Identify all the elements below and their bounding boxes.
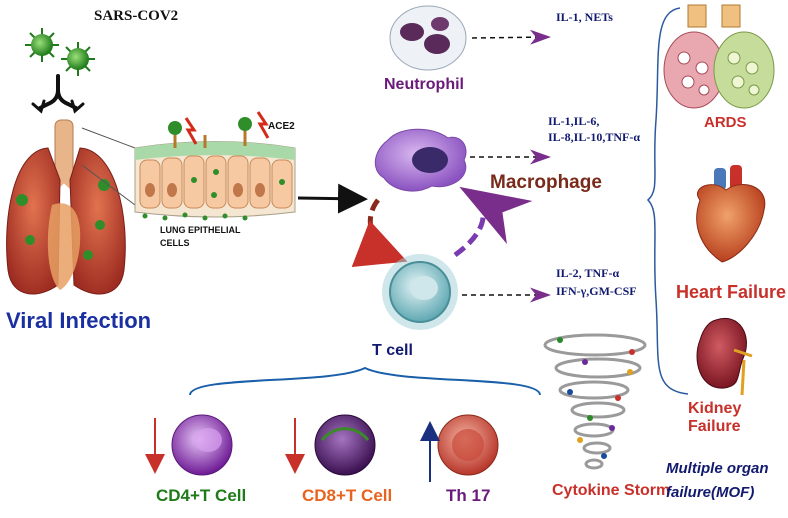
cytokine-storm-illustration	[543, 333, 647, 470]
kidney-failure-label: Kidney Failure	[688, 400, 742, 435]
cd4-t-cell-icon	[171, 414, 233, 476]
macrophage-cytokines-line2: IL-8,IL-10,TNF-α	[548, 130, 641, 144]
macrophage-cell-icon	[374, 128, 467, 192]
neutrophil-cytokines: IL-1, NETs	[556, 10, 613, 24]
neutrophil-cell-icon	[389, 5, 467, 71]
th17-cell-icon	[437, 414, 499, 476]
t-cell-label: T cell	[372, 342, 413, 359]
activation-arrow	[297, 183, 368, 214]
cycle-arrow-up	[453, 186, 533, 258]
lungs-illustration	[6, 119, 126, 295]
macrophage-cytokines-line1: IL-1,IL-6,	[548, 114, 600, 128]
virus-icon	[61, 42, 95, 76]
heart-icon	[696, 165, 766, 263]
mof-label-line1: Multiple organ	[666, 460, 769, 477]
macrophage-label: Macrophage	[490, 172, 602, 193]
cd8-label: CD8+T Cell	[302, 486, 393, 505]
cytokine-storm-label: Cytokine Storm	[552, 482, 671, 499]
cd4-label: CD4+T Cell	[156, 486, 247, 505]
lung-cells-label: LUNG EPITHELIAL CELLS	[160, 225, 241, 248]
t-cell-cytokines-line1: IL-2, TNF-α	[556, 266, 620, 280]
neutrophil-label: Neutrophil	[384, 76, 464, 93]
viral-infection-label: Viral Infection	[6, 308, 152, 333]
split-arrow-icon	[31, 74, 85, 114]
t-cell-icon	[382, 254, 458, 330]
subset-brace	[189, 366, 541, 396]
ards-label: ARDS	[704, 114, 747, 131]
mof-label-line2: failure(MOF)	[666, 484, 755, 501]
epithelial-cells-illustration	[134, 111, 296, 221]
ards-alveoli-icon	[663, 4, 775, 109]
t-cell-cytokines-line2: IFN-γ,GM-CSF	[556, 284, 637, 298]
heart-failure-label: Heart Failure	[676, 282, 787, 302]
virus-icon	[25, 28, 59, 62]
cycle-arrow-down	[351, 198, 408, 267]
neutrophil-arrow	[471, 29, 551, 45]
ace2-label: ACE2	[268, 121, 295, 132]
organ-bracket	[646, 7, 689, 395]
cd8-t-cell-icon	[314, 414, 376, 476]
th17-label: Th 17	[446, 486, 491, 505]
kidney-icon	[696, 317, 753, 396]
virus-label: SARS-COV2	[94, 8, 179, 24]
